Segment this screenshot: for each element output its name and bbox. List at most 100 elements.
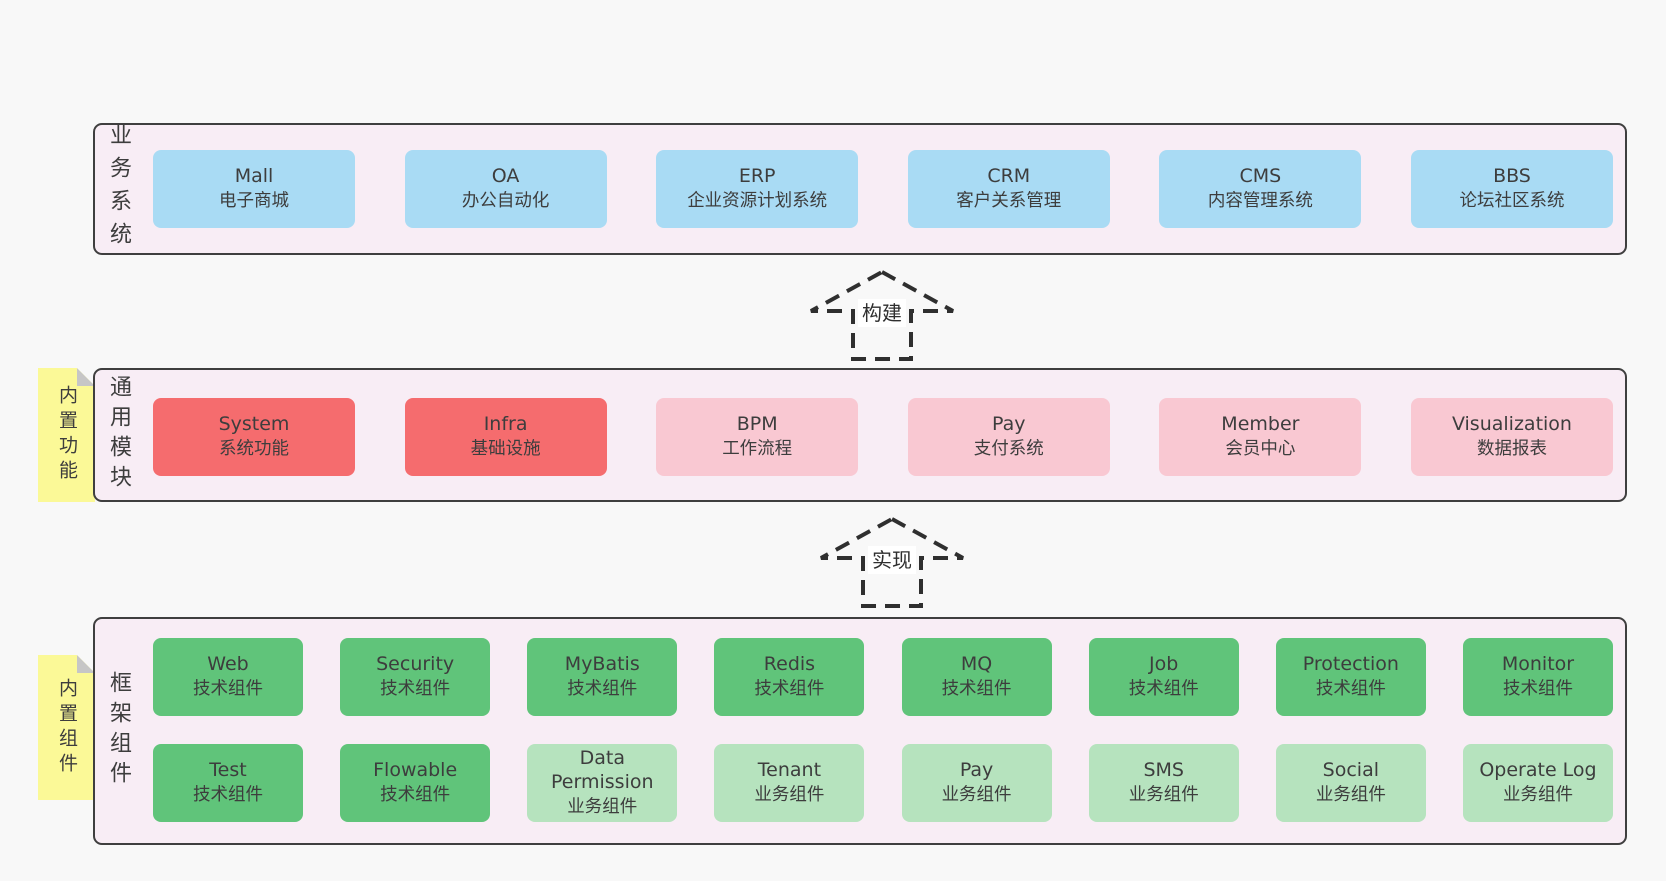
- box-subtitle: 技术组件: [1502, 679, 1573, 700]
- box-subtitle: 技术组件: [754, 679, 825, 700]
- box-subtitle: 基础设施: [470, 439, 541, 460]
- box-subtitle: 企业资源计划系统: [687, 191, 828, 212]
- diagram-box-bpm: BPM 工作流程: [656, 398, 859, 476]
- implement-arrow: 实现: [817, 515, 967, 610]
- diagram-box-operate-log: Operate Log 业务组件: [1462, 744, 1613, 822]
- box-subtitle: 系统功能: [219, 439, 289, 460]
- box-subtitle: 论坛社区系统: [1459, 191, 1565, 212]
- box-subtitle: 电子商城: [219, 191, 289, 212]
- box-title: OA: [491, 164, 520, 187]
- box-title: Member: [1221, 412, 1300, 435]
- diagram-box-erp: ERP 企业资源计划系统: [656, 150, 859, 228]
- layer-label-framework-components: 框架组件: [106, 671, 131, 791]
- box-subtitle: 数据报表: [1476, 439, 1547, 460]
- note-label: 内置组件: [56, 677, 78, 778]
- common-modules-box-row: System 系统功能 Infra 基础设施 BPM 工作流程 Pay 支付系统 Member 会…: [153, 398, 1613, 476]
- box-subtitle: 技术组件: [193, 679, 263, 700]
- box-title: Data Permission: [551, 746, 654, 793]
- diagram-box-job: Job 技术组件: [1088, 638, 1239, 716]
- diagram-box-security: Security 技术组件: [340, 638, 491, 716]
- diagram-box-mall: Mall 电子商城: [153, 150, 355, 228]
- diagram-box-protection: Protection 技术组件: [1275, 638, 1426, 716]
- box-subtitle: 技术组件: [380, 679, 451, 700]
- up-arrow-icon: [810, 269, 954, 361]
- diagram-box-flowable: Flowable 技术组件: [340, 744, 491, 822]
- build-arrow: 构建: [807, 268, 957, 363]
- box-title: Visualization: [1451, 412, 1572, 435]
- box-title: Protection: [1302, 652, 1399, 675]
- box-subtitle: 客户关系管理: [956, 191, 1062, 212]
- diagram-box-tenant: Tenant 业务组件: [714, 744, 865, 822]
- box-subtitle: 技术组件: [1315, 679, 1386, 700]
- box-title: System: [218, 412, 290, 435]
- box-title: MQ: [960, 652, 993, 675]
- layer-business-systems: 业务系统 Mall 电子商城 OA 办公自动化 ERP 企业资源计划系统 CRM 客户关系管理…: [93, 123, 1627, 255]
- diagram-box-member: Member 会员中心: [1159, 398, 1362, 476]
- sticky-note-builtin-components: 内置组件: [38, 655, 95, 800]
- box-subtitle: 内容管理系统: [1207, 191, 1313, 212]
- diagram-box-pay: Pay 业务组件: [901, 744, 1052, 822]
- box-title: SMS: [1143, 758, 1184, 781]
- arrow-label: 构建: [858, 299, 906, 327]
- diagram-box-mq: MQ 技术组件: [901, 638, 1052, 716]
- diagram-box-bbs: BBS 论坛社区系统: [1410, 150, 1613, 228]
- layer-common-modules: 通用模块 System 系统功能 Infra 基础设施 BPM 工作流程 Pay 支付系统 Me…: [93, 368, 1627, 502]
- box-subtitle: 支付系统: [973, 439, 1044, 460]
- diagram-box-infra: Infra 基础设施: [404, 398, 607, 476]
- business-systems-box-row: Mall 电子商城 OA 办公自动化 ERP 企业资源计划系统 CRM 客户关系管理 CMS 内容…: [153, 150, 1613, 228]
- box-subtitle: 业务组件: [941, 785, 1012, 806]
- box-title: Infra: [483, 412, 528, 435]
- sticky-note-builtin-features: 内置功能: [38, 368, 95, 502]
- box-title: Monitor: [1501, 652, 1575, 675]
- note-label: 内置功能: [56, 385, 78, 485]
- box-subtitle: 工作流程: [722, 439, 793, 460]
- diagram-box-redis: Redis 技术组件: [714, 638, 865, 716]
- diagram-box-web: Web 技术组件: [153, 638, 303, 716]
- box-title: Flowable: [373, 758, 458, 781]
- box-title: Pay: [992, 412, 1026, 435]
- box-title: Job: [1149, 652, 1179, 675]
- box-title: Web: [207, 652, 249, 675]
- box-title: Security: [376, 652, 455, 675]
- box-subtitle: 业务组件: [567, 797, 638, 818]
- box-subtitle: 技术组件: [380, 785, 451, 806]
- box-title: Social: [1322, 758, 1380, 781]
- box-title: Operate Log: [1479, 758, 1597, 781]
- box-subtitle: 技术组件: [193, 785, 263, 806]
- diagram-box-visualization: Visualization 数据报表: [1410, 398, 1613, 476]
- box-subtitle: 业务组件: [754, 785, 825, 806]
- box-title: BBS: [1493, 164, 1531, 187]
- box-subtitle: 技术组件: [941, 679, 1012, 700]
- box-title: BPM: [736, 412, 778, 435]
- box-title: Pay: [959, 758, 994, 781]
- box-title: Redis: [763, 652, 816, 675]
- box-title: ERP: [738, 164, 776, 187]
- box-subtitle: 业务组件: [1502, 785, 1573, 806]
- box-subtitle: 技术组件: [1128, 679, 1199, 700]
- layer-label-business-systems: 业务系统: [106, 123, 131, 255]
- diagram-box-cms: CMS 内容管理系统: [1159, 150, 1362, 228]
- box-subtitle: 业务组件: [1315, 785, 1386, 806]
- box-subtitle: 办公自动化: [461, 191, 550, 212]
- box-subtitle: 会员中心: [1225, 439, 1296, 460]
- box-title: CMS: [1239, 164, 1282, 187]
- diagram-box-crm: CRM 客户关系管理: [907, 150, 1110, 228]
- arrow-label: 实现: [868, 546, 916, 574]
- diagram-box-test: Test 技术组件: [153, 744, 303, 822]
- layer-label-common-modules: 通用模块: [106, 375, 131, 495]
- up-arrow-icon: [820, 516, 964, 608]
- diagram-box-pay: Pay 支付系统: [907, 398, 1110, 476]
- box-title: Test: [209, 758, 247, 781]
- box-title: Tenant: [757, 758, 822, 781]
- diagram-box-data-permission: Data Permission 业务组件: [527, 744, 678, 822]
- box-title: Mall: [234, 164, 274, 187]
- diagram-box-oa: OA 办公自动化: [404, 150, 607, 228]
- box-title: CRM: [987, 164, 1031, 187]
- diagram-box-monitor: Monitor 技术组件: [1462, 638, 1613, 716]
- box-subtitle: 业务组件: [1128, 785, 1199, 806]
